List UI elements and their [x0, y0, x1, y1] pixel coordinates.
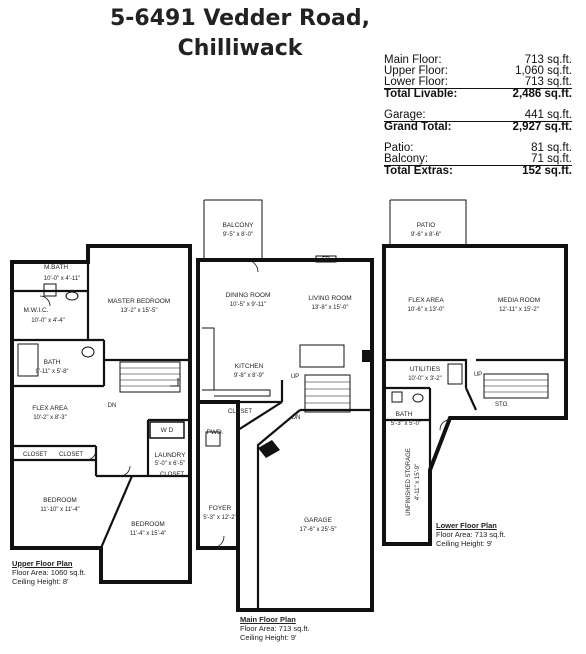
- room-mbath-name: M.BATH: [44, 264, 68, 271]
- room-dining-name: DINING ROOM: [226, 292, 271, 299]
- room-storage-name: UNFINISHED STORAGE: [406, 448, 412, 516]
- room-closet1-name: CLOSET: [23, 452, 47, 458]
- legend-lower-area: Floor Area: 713 sq.ft.: [436, 530, 506, 539]
- room-bath-up-name: BATH: [44, 359, 61, 366]
- room-bed2-dim: 11'-4" x 15'-4": [130, 531, 166, 537]
- room-master-dim: 13'-2" x 15'-5": [121, 308, 158, 314]
- room-living-dim: 13'-8" x 15'-0": [312, 305, 349, 311]
- room-media-dim: 12'-11" x 15'-2": [499, 307, 539, 313]
- legend-lower-ceiling: Ceiling Height: 9': [436, 539, 493, 548]
- room-wd-name: W D: [161, 427, 174, 434]
- stat-main-floor: Main Floor:713 sq.ft.: [384, 54, 572, 66]
- stat-lower-floor: Lower Floor:713 sq.ft.: [384, 76, 572, 89]
- room-living-name: LIVING ROOM: [308, 295, 351, 302]
- stairs-dn-label: DN: [108, 403, 117, 409]
- room-bed2-name: BEDROOM: [131, 521, 165, 528]
- room-foyer-dim: 5'-3" x 12'-2": [203, 515, 237, 521]
- room-closet4-name: CLOSET: [228, 409, 252, 415]
- room-storage-dim: 4'-11" x 15'-9": [415, 464, 421, 500]
- stat-garage: Garage:441 sq.ft.: [384, 109, 572, 122]
- legend-lower-title: Lower Floor Plan: [436, 521, 497, 530]
- room-flex-up-name: FLEX AREA: [32, 405, 68, 412]
- room-utilities-dim: 10'-0" x 3'-2": [408, 376, 442, 382]
- room-bed1-dim: 11'-10" x 11'-4": [40, 507, 79, 513]
- room-master-name: MASTER BEDROOM: [108, 298, 170, 305]
- room-sto-name: STO.: [495, 402, 509, 408]
- room-flex-low-dim: 10'-6" x 13'-0": [408, 307, 445, 313]
- stairs-up-label-lower: UP: [474, 372, 482, 378]
- stat-patio: Patio:81 sq.ft.: [384, 142, 572, 154]
- legend-upper-area: Floor Area: 1060 sq.ft.: [12, 568, 86, 577]
- legend-main-title: Main Floor Plan: [240, 615, 296, 624]
- listing-subtitle: Chilliwack: [177, 36, 303, 61]
- lower-floor-plan: [382, 199, 568, 546]
- upper-floor-plan: [10, 244, 192, 584]
- legend-upper-title: Upper Floor Plan: [12, 559, 73, 568]
- stat-upper-floor: Upper Floor:1,060 sq.ft.: [384, 65, 572, 77]
- room-bed1-name: BEDROOM: [43, 497, 77, 504]
- stat-balcony: Balcony:71 sq.ft.: [384, 153, 572, 166]
- room-flex-up-dim: 10'-2" x 8'-3": [33, 415, 67, 421]
- room-garage-name: GARAGE: [304, 517, 332, 524]
- main-floor-plan: [196, 199, 374, 612]
- room-closet2-name: CLOSET: [59, 452, 83, 458]
- room-flex-low-name: FLEX AREA: [408, 297, 444, 304]
- room-patio-name: PATIO: [417, 222, 436, 229]
- area-summary: Main Floor:713 sq.ft. Upper Floor:1,060 …: [384, 54, 572, 177]
- room-laundry-dim: 5'-0" x 6'-5": [155, 461, 185, 467]
- room-patio-dim: 9'-6" x 8'-6": [411, 232, 441, 238]
- listing-title: 5-6491 Vedder Road,: [109, 6, 370, 31]
- room-laundry-name: LAUNDRY: [155, 452, 187, 459]
- stat-total-extras: Total Extras:152 sq.ft.: [384, 165, 572, 177]
- room-pwd-name: PWD.: [207, 429, 224, 436]
- stat-total-livable: Total Livable:2,486 sq.ft.: [384, 88, 572, 100]
- room-bath-low-name: BATH: [396, 411, 413, 418]
- room-mwic-dim: 10'-0" x 4'-4": [31, 318, 65, 324]
- room-balcony-name: BALCONY: [222, 222, 254, 229]
- legend-upper: Upper Floor Plan Floor Area: 1060 sq.ft.…: [12, 559, 86, 586]
- room-utilities-name: UTILITIES: [410, 366, 441, 373]
- stairs-up-label: UP: [291, 374, 299, 380]
- room-bath-low-dim: 5'-3" x 5'-0": [391, 421, 421, 427]
- legend-main-area: Floor Area: 713 sq.ft.: [240, 624, 310, 633]
- stairs-dn-label-main: DN: [292, 415, 301, 421]
- room-foyer-name: FOYER: [209, 505, 232, 512]
- room-mwic-name: M.W.I.C.: [24, 307, 49, 314]
- room-garage-dim: 17'-6" x 25'-5": [300, 527, 337, 533]
- room-media-name: MEDIA ROOM: [498, 297, 540, 304]
- room-balcony-dim: 9'-5" x 8'-0": [223, 232, 253, 238]
- legend-lower: Lower Floor Plan Floor Area: 713 sq.ft. …: [436, 521, 506, 548]
- legend-upper-ceiling: Ceiling Height: 8': [12, 577, 69, 586]
- legend-main-ceiling: Ceiling Height: 9': [240, 633, 297, 642]
- room-kitchen-dim: 9'-8" x 8'-9": [234, 373, 264, 379]
- room-dining-dim: 10'-5" x 9'-11": [230, 302, 266, 308]
- room-mbath-dim: 10'-0" x 4'-11": [44, 276, 80, 282]
- room-bath-up-dim: 9'-11" x 5'-8": [35, 369, 68, 375]
- room-kitchen-name: KITCHEN: [235, 363, 264, 370]
- legend-main: Main Floor Plan Floor Area: 713 sq.ft. C…: [240, 615, 310, 642]
- stat-grand-total: Grand Total:2,927 sq.ft.: [384, 121, 572, 133]
- fireplace-label: FP: [322, 257, 330, 263]
- room-closet3-name: CLOSET: [160, 472, 184, 478]
